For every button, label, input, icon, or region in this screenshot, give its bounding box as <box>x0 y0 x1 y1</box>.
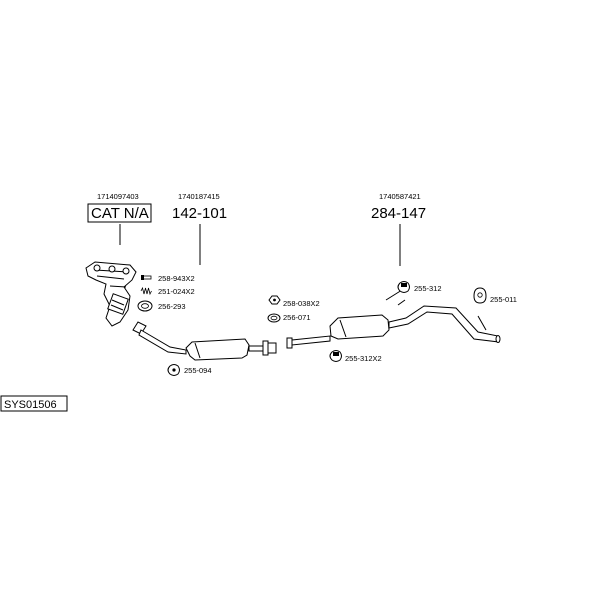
hanger-ring-icon <box>473 287 487 304</box>
assembly-part-number-rear: 1740587421 <box>379 192 421 201</box>
part-code[interactable]: 258-038X2 <box>283 299 320 308</box>
part-code[interactable]: 256-293 <box>158 302 186 311</box>
diagram-code: SYS01506 <box>4 399 57 411</box>
diagram-code-box <box>0 395 68 412</box>
assembly-label-rear[interactable]: 284-147 <box>371 205 426 222</box>
part-code[interactable]: 251-024X2 <box>158 287 195 296</box>
rubber-mount-icon <box>167 364 180 376</box>
gasket-ring-icon <box>267 313 281 323</box>
nut-icon <box>268 295 281 305</box>
assembly-part-number-cat: 1714097403 <box>97 192 139 201</box>
rubber-mount-icon <box>329 350 342 362</box>
part-code[interactable]: 255-312 <box>414 284 442 293</box>
bolt-icon <box>141 275 152 280</box>
gasket-ring-icon <box>137 300 153 312</box>
assembly-label-middle[interactable]: 142-101 <box>172 205 227 222</box>
part-code[interactable]: 255-011 <box>490 295 517 304</box>
exhaust-manifold-drawing[interactable] <box>85 261 137 327</box>
cat-label-box <box>87 203 152 223</box>
assembly-part-number-middle: 1740187415 <box>178 192 220 201</box>
rubber-mount-icon <box>397 281 410 293</box>
assembly-label-cat[interactable]: CAT N/A <box>91 205 149 222</box>
part-code[interactable]: 255-094 <box>184 366 212 375</box>
front-pipe-drawing[interactable] <box>132 321 277 361</box>
part-code[interactable]: 258-943X2 <box>158 274 195 283</box>
part-code[interactable]: 255-312X2 <box>345 354 382 363</box>
spring-icon <box>140 286 152 296</box>
rear-silencer-drawing[interactable] <box>286 289 501 349</box>
part-code[interactable]: 256-071 <box>283 313 311 322</box>
